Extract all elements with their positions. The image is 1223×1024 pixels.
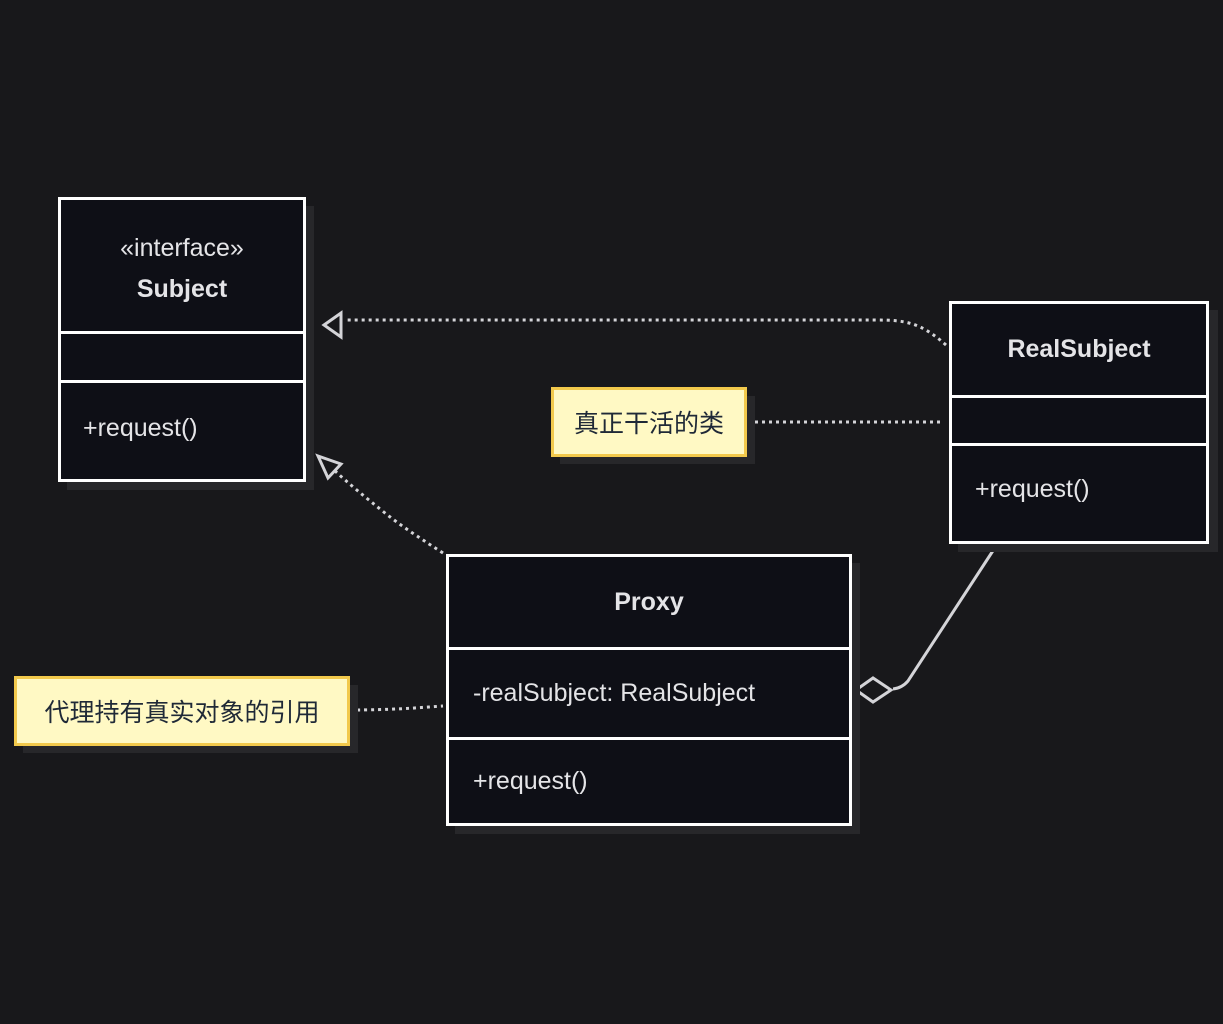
class-realsubject[interactable]: RealSubject +request() (949, 301, 1209, 544)
note-realsubject[interactable]: 真正干活的类 (551, 387, 747, 457)
note-text: 真正干活的类 (573, 410, 724, 438)
stereotype-label: «interface» (120, 233, 244, 262)
hollow-triangle-arrowhead-icon (315, 453, 344, 481)
class-proxy[interactable]: Proxy -realSubject: RealSubject +request… (446, 554, 852, 826)
hollow-triangle-arrowhead-icon (321, 310, 343, 340)
realization-edge-proxy-subject (332, 468, 444, 555)
attributes-section (952, 395, 1206, 443)
class-name: Proxy (614, 587, 684, 616)
class-name: Subject (136, 274, 228, 303)
method-request: +request() (83, 413, 198, 442)
class-header: Proxy (449, 557, 849, 647)
methods-section: +request() (61, 380, 303, 479)
method-request: +request() (975, 475, 1090, 503)
attributes-section (61, 331, 303, 380)
method-request: +request() (473, 767, 588, 795)
note-text: 代理持有真实对象的引用 (44, 699, 320, 727)
aggregation-edge-realsubject-proxy (892, 542, 1000, 691)
class-header: RealSubject (952, 304, 1206, 395)
realization-edge-realsubject-subject (345, 318, 947, 347)
attributes-section: -realSubject: RealSubject (449, 647, 849, 737)
class-subject[interactable]: «interface» Subject +request() (58, 197, 306, 482)
class-header: «interface» Subject (61, 200, 303, 331)
hollow-diamond-icon (853, 676, 894, 704)
note-proxy[interactable]: 代理持有真实对象的引用 (14, 676, 350, 746)
methods-section: +request() (952, 443, 1206, 541)
class-name: RealSubject (1007, 335, 1151, 363)
methods-section: +request() (449, 737, 849, 823)
note-connector-proxy (349, 704, 444, 712)
attribute-realsubject: -realSubject: RealSubject (473, 679, 756, 707)
